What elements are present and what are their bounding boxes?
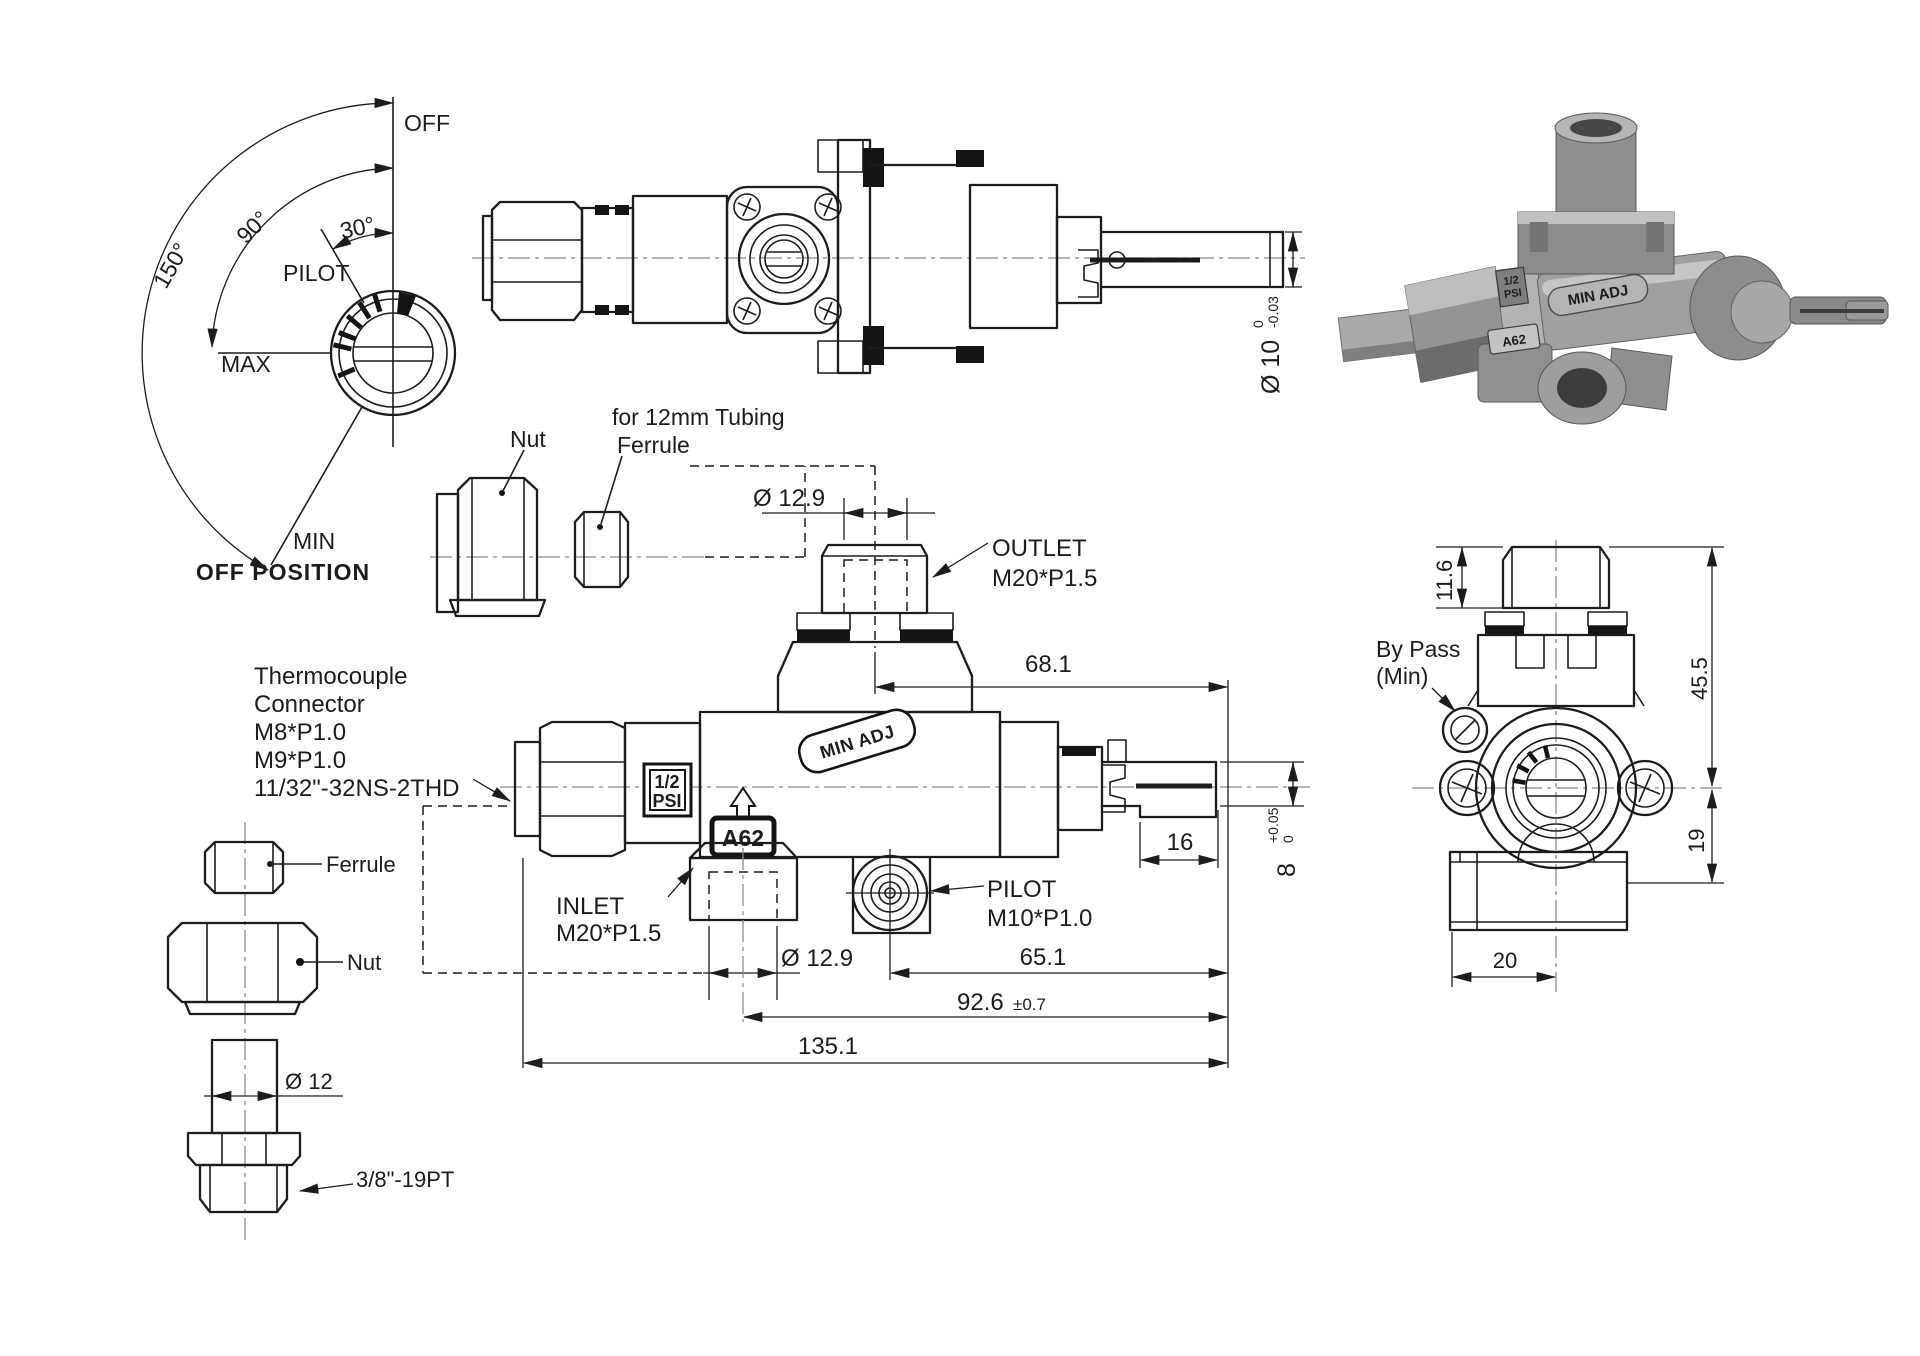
psi-line1: 1/2: [654, 772, 679, 792]
fitting-ferrule-label: Ferrule: [617, 432, 690, 458]
thermocouple-parts: Ferrule Nut Ø 12 3/8"-19PT: [166, 805, 703, 1240]
photo-a62-marking: A62: [1487, 323, 1541, 355]
dial-90-label: 90°: [231, 206, 274, 249]
dim-92-tol: ±0.7: [1013, 995, 1046, 1014]
dial-30-label: 30°: [338, 211, 377, 244]
dial-off-label: OFF: [404, 110, 450, 136]
thermocouple-line1: Thermocouple: [254, 663, 407, 690]
dial-150-label: 150°: [148, 238, 194, 292]
dim-8-tol-lower: 0: [1280, 835, 1296, 843]
dial-caption: OFF POSITION: [196, 559, 370, 585]
dim-68: 68.1: [1025, 651, 1072, 678]
part-nut-label: Nut: [347, 950, 381, 975]
pilot-thread-label: M10*P1.0: [987, 905, 1092, 932]
pilot-label: PILOT: [987, 876, 1057, 903]
dial-min-label: MIN: [293, 528, 335, 554]
dim-16: 16: [1167, 829, 1194, 856]
dim-135: 135.1: [798, 1033, 858, 1060]
photo-psi-marking: 1/2 PSI: [1494, 266, 1530, 308]
product-photo: 1/2 PSI MIN ADJ A62: [1337, 112, 1889, 425]
dial-pilot-label: PILOT: [283, 260, 349, 286]
min-adj-band: MIN ADJ: [797, 708, 917, 774]
dim-92: 92.6: [957, 989, 1004, 1016]
dim-20: 20: [1493, 948, 1517, 973]
inlet-bore-dim: Ø 12.9: [781, 945, 853, 972]
dial-max-label: MAX: [221, 351, 271, 377]
outlet-bore-dim: Ø 12.9: [753, 485, 825, 512]
side-view: Ø 10 0 -0.03: [472, 138, 1305, 394]
dial-diagram: OFF 30° 90° 150° PILOT MAX MIN OFF POSIT…: [141, 97, 457, 585]
stem-dia8-dim: 8 +0.05 0: [1265, 807, 1301, 877]
part-ferrule-label: Ferrule: [326, 852, 396, 877]
thermocouple-line5: 11/32"-32NS-2THD: [254, 775, 460, 802]
thermocouple-line4: M9*P1.0: [254, 747, 346, 774]
part-thread-label: 3/8"-19PT: [356, 1167, 454, 1192]
fitting-detail: Nut for 12mm Tubing Ferrule: [430, 404, 876, 648]
part-dia12-dim: Ø 12: [285, 1069, 333, 1094]
dia10-tol-lower: -0.03: [1265, 296, 1281, 328]
dia10-tol-upper: 0: [1250, 320, 1266, 328]
right-view: 11.6 By Pass (Min) 45.5 19 20: [1376, 540, 1726, 992]
photo-psi-line2: PSI: [1503, 287, 1522, 301]
dim-8: 8: [1273, 863, 1301, 877]
thermocouple-note: Thermocouple Connector M8*P1.0 M9*P1.0 1…: [254, 663, 511, 802]
dim-45-5: 45.5: [1687, 657, 1712, 700]
photo-min-adj-marking: MIN ADJ: [1547, 273, 1649, 317]
psi-rating-plate: 1/2 PSI: [642, 762, 693, 818]
outlet-label: OUTLET: [992, 535, 1087, 562]
dim-65: 65.1: [1020, 944, 1067, 971]
inlet-thread-label: M20*P1.5: [556, 920, 661, 947]
psi-line2: PSI: [652, 791, 681, 811]
dim-19: 19: [1684, 829, 1709, 853]
fitting-nut-label: Nut: [510, 426, 546, 452]
dia10-value: Ø 10: [1257, 340, 1285, 394]
fitting-tubing-label: for 12mm Tubing: [612, 404, 785, 430]
thermocouple-line2: Connector: [254, 691, 365, 718]
side-view-dia10-dim: Ø 10 0 -0.03: [1250, 296, 1285, 394]
gas-flow-arrow-icon: [729, 786, 757, 819]
outlet-thread-label: M20*P1.5: [992, 565, 1097, 592]
a62-tag: A62: [709, 786, 777, 858]
thermocouple-line3: M8*P1.0: [254, 719, 346, 746]
a62-label: A62: [722, 825, 764, 851]
photo-a62-label: A62: [1501, 331, 1527, 349]
bore-ticks: [1512, 744, 1551, 785]
dim-8-tol-upper: +0.05: [1265, 807, 1281, 843]
bypass-label-line1: By Pass: [1376, 636, 1460, 662]
dim-11-6: 11.6: [1432, 560, 1457, 601]
photo-psi-line1: 1/2: [1503, 274, 1520, 288]
bypass-label-line2: (Min): [1376, 663, 1428, 689]
inlet-label: INLET: [556, 893, 624, 920]
main-view: 1/2 PSI A62 MIN ADJ OUTLET M20*P1.5 INLE…: [500, 485, 1310, 1069]
